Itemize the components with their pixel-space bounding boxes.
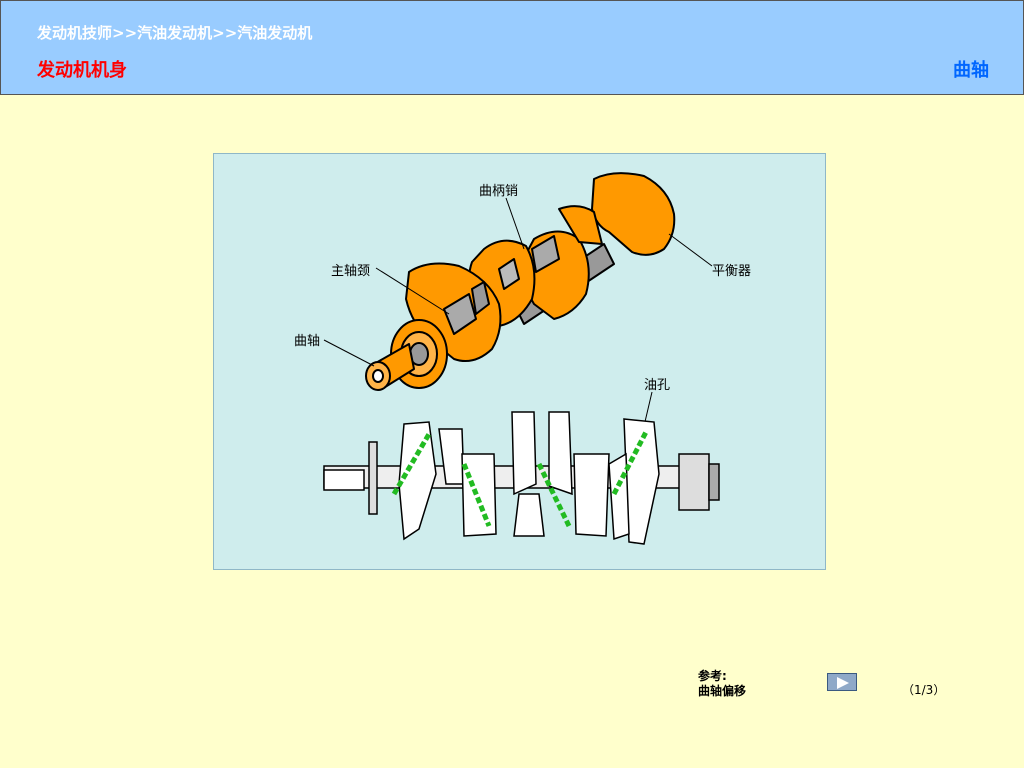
reference-link[interactable]: 曲轴偏移 (698, 684, 747, 698)
reference-label: 参考: (698, 669, 727, 683)
next-page-button[interactable] (827, 673, 857, 691)
section-title: 发动机机身 (37, 60, 127, 81)
page-indicator: （1/3） (902, 683, 946, 697)
reference-block: 参考: 曲轴偏移 (698, 669, 746, 699)
label-oil-hole: 油孔 (644, 378, 671, 393)
crankshaft-illustration: 曲柄销 主轴颈 平衡器 曲轴 油孔 (213, 153, 826, 570)
crankshaft-drawing (323, 172, 720, 545)
play-arrow-icon (837, 677, 849, 689)
breadcrumb: 发动机技师>>汽油发动机>>汽油发动机 (37, 24, 313, 42)
crankshaft-section (323, 411, 720, 545)
label-crankshaft: 曲轴 (294, 334, 321, 349)
crankshaft-3d (365, 172, 676, 391)
page-title: 曲轴 (953, 60, 989, 81)
label-crankpin: 曲柄销 (479, 184, 519, 199)
leader-lines-upper (323, 197, 713, 427)
header-bar: 发动机技师>>汽油发动机>>汽油发动机 发动机机身 曲轴 (0, 0, 1024, 95)
label-main-journal: 主轴颈 (331, 264, 371, 279)
label-counterweight: 平衡器 (712, 264, 752, 279)
oil-passages (391, 430, 649, 528)
